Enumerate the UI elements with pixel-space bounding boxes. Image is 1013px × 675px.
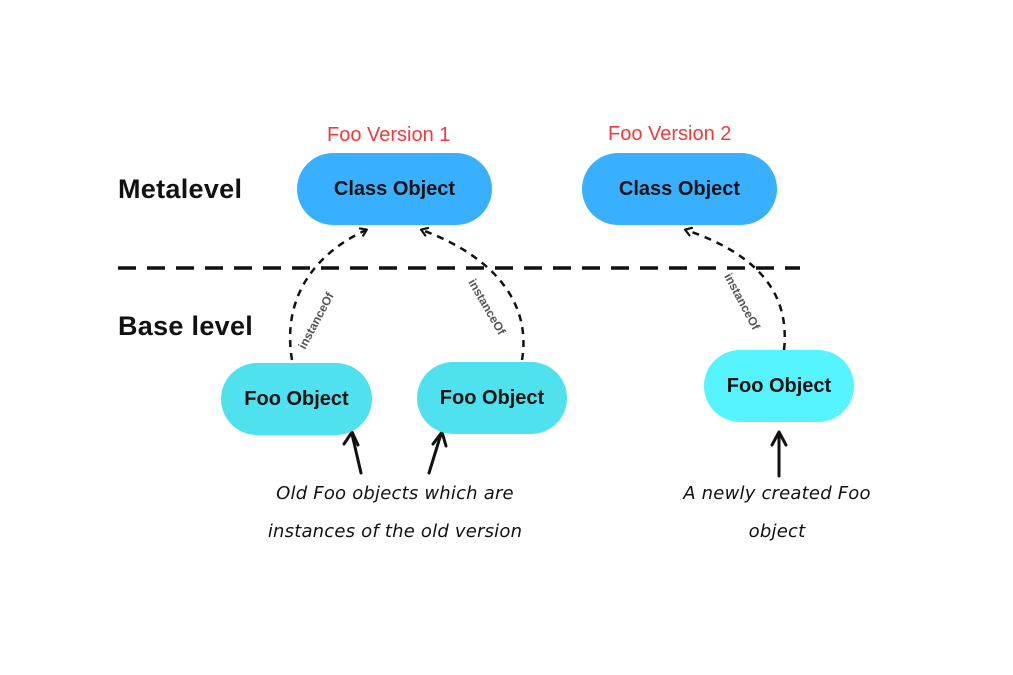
class-object-node-v1[interactable]: Class Object: [297, 153, 492, 225]
new-object-note-line-2: object: [748, 521, 806, 542]
foo-object-node-old-1[interactable]: Foo Object: [221, 363, 372, 435]
new-object-note-line-1: A newly created Foo: [683, 483, 871, 504]
class-object-label-v1: Class Object: [333, 177, 456, 200]
base-level-label: Base level: [118, 311, 254, 341]
metalevel-label: Metalevel: [118, 174, 243, 204]
old-objects-note: Old Foo objects which are instances of t…: [255, 475, 535, 551]
note-arrow-1: [350, 432, 363, 475]
new-object-note: A newly created Foo object: [662, 475, 892, 551]
class-object-node-v2[interactable]: Class Object: [582, 153, 777, 225]
class-object-label-v2: Class Object: [618, 177, 741, 200]
foo-object-node-new-1[interactable]: Foo Object: [704, 350, 854, 422]
instance-of-edge-2: [422, 230, 525, 361]
instance-of-label-2: instanceOf: [465, 277, 509, 339]
old-objects-note-line-2: instances of the old version: [267, 521, 523, 542]
instance-of-label-3: instanceOf: [721, 271, 763, 333]
instance-of-edge-3: [686, 230, 786, 351]
old-objects-note-line-1: Old Foo objects which are: [276, 483, 514, 504]
foo-object-label-old-2: Foo Object: [439, 386, 545, 409]
foo-object-label-old-1: Foo Object: [244, 387, 349, 410]
note-arrow-2: [427, 432, 443, 475]
version-1-label: Foo Version 1: [327, 124, 451, 146]
instance-of-label-1: instanceOf: [295, 289, 337, 351]
foo-object-label-new-1: Foo Object: [726, 374, 832, 397]
foo-object-node-old-2[interactable]: Foo Object: [417, 362, 567, 434]
version-2-label: Foo Version 2: [608, 123, 732, 145]
instance-of-edge-1: [288, 230, 366, 361]
